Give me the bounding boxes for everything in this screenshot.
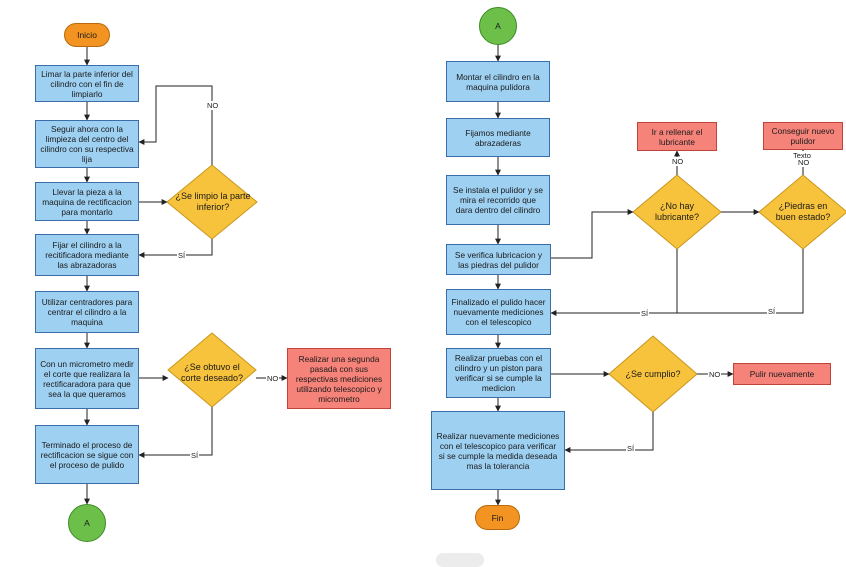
- step-pruebas-piston: Realizar pruebas con el cilindro y un pi…: [446, 348, 551, 398]
- step-pulir-nuevamente: Pulir nuevamente: [733, 363, 831, 385]
- step-conseguir-pulidor: Conseguir nuevo pulidor: [763, 122, 843, 150]
- step-terminado-rectificacion: Terminado el proceso de rectificacion se…: [35, 425, 139, 484]
- step-verifica-lubricacion: Se verifica lubricacion y las piedras de…: [446, 244, 551, 275]
- connector-a-end: A: [68, 504, 106, 542]
- decision-corte-deseado: ¿Se obtuvo el corte deseado?: [180, 362, 244, 383]
- label-no-segunda-pasada: NO: [266, 374, 280, 383]
- step-finalizado-pulido: Finalizado el pulido hacer nuevamente me…: [446, 289, 551, 335]
- step-utilizar-centradores: Utilizar centradores para centrar el cil…: [35, 291, 139, 333]
- connector-lines: [84, 45, 806, 506]
- label-no-lubricante: NO: [671, 157, 685, 166]
- step-limpieza-centro: Seguir ahora con la limpieza del centro …: [35, 120, 139, 168]
- start-terminator: Inicio: [64, 23, 110, 47]
- label-si-lubricante: SÍ: [640, 309, 650, 318]
- step-llevar-pieza: Llevar la pieza a la maquina de rectific…: [35, 182, 139, 221]
- label-no-loop: NO: [206, 101, 220, 110]
- connector-a-start: A: [479, 7, 517, 45]
- decision-se-cumplio: ¿Se cumplio?: [625, 368, 681, 379]
- label-si-cumplio: SÍ: [626, 444, 636, 453]
- step-instala-pulidor: Se instala el pulidor y se mira el recor…: [446, 175, 550, 225]
- label-si-fijar: SÍ: [177, 251, 187, 260]
- step-segunda-pasada: Realizar una segunda pasada con sus resp…: [287, 348, 391, 409]
- label-texto: Texto: [792, 151, 812, 160]
- label-si-terminado: SÍ: [190, 451, 200, 460]
- step-montar-cilindro: Montar el cilindro en la maquina pulidor…: [446, 61, 550, 102]
- end-terminator: Fin: [475, 505, 520, 530]
- scroll-handle[interactable]: [436, 553, 484, 567]
- label-no-cumplio: NO: [708, 370, 722, 379]
- decision-piedras-buen-estado: ¿Piedras en buen estado?: [775, 201, 831, 222]
- label-si-piedras: SÍ: [767, 307, 777, 316]
- step-fijamos-abrazaderas: Fijamos mediante abrazaderas: [446, 118, 550, 157]
- step-rellenar-lubricante: Ir a rellenar el lubricante: [637, 122, 717, 151]
- step-limar-cilindro: Limar la parte inferior del cilindro con…: [35, 65, 139, 102]
- step-micrometro-corte: Con un micrometro medir el corte que rea…: [35, 348, 139, 409]
- label-no-pulidor: NO: [797, 158, 811, 167]
- decision-limpio-parte-inferior: ¿Se limpio la parte inferior?: [175, 191, 251, 212]
- decision-no-hay-lubricante: ¿No hay lubricante?: [654, 201, 700, 222]
- step-nuevamente-mediciones: Realizar nuevamente mediciones con el te…: [431, 411, 565, 490]
- step-fijar-cilindro: Fijar el cilindro a la recitificadora me…: [35, 234, 139, 276]
